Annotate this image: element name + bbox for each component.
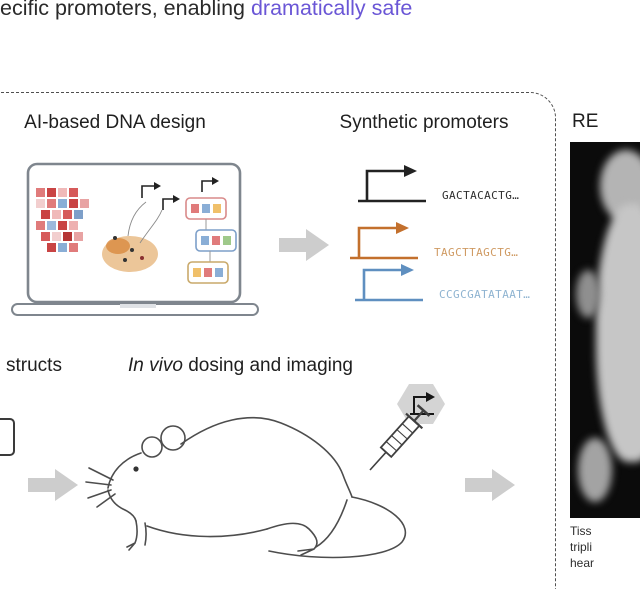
label-synthetic-promoters: Synthetic promoters xyxy=(339,112,509,133)
caption-line: Tiss xyxy=(570,524,592,538)
flow-arrow-right-icon xyxy=(279,229,329,261)
promoter-row-blue: CCGCGATATAAT… xyxy=(353,260,530,304)
flow-arrow-right-icon xyxy=(465,469,515,501)
promoter-row-orange: TAGCTTAGCTG… xyxy=(348,218,518,262)
label-invivo-dosing: In vivo dosing and imaging xyxy=(128,355,353,377)
mouse-imaging-photo xyxy=(570,142,640,518)
label-constructs-partial: structs xyxy=(6,355,62,376)
flow-arrow-right-icon xyxy=(28,469,78,501)
result-caption: Tiss tripli hear xyxy=(570,523,640,571)
construct-boxes-graphic xyxy=(185,197,237,284)
label-invivo-italic: In vivo xyxy=(128,355,183,376)
ml-heatmap-graphic xyxy=(36,188,89,252)
promoter-sequence: CCGCGATATAAT… xyxy=(439,288,531,301)
caption-line: hear xyxy=(570,556,595,570)
promoter-arrow-icon xyxy=(355,264,423,302)
promoter-sequence: TAGCTTAGCTG… xyxy=(434,246,519,259)
headline-highlight: dramatically safe xyxy=(250,0,413,20)
label-dosing-rest: dosing and imaging xyxy=(182,355,353,376)
syringe-icon xyxy=(369,404,431,471)
injection-graphic xyxy=(369,384,445,471)
workflow-panel-border xyxy=(0,92,556,589)
photo-mouse-body xyxy=(596,204,640,462)
construct-stub xyxy=(0,418,15,456)
lab-mouse-icon xyxy=(85,416,407,559)
ml-model-graphic xyxy=(102,201,163,272)
promoter-arrow-icon xyxy=(358,165,426,203)
headline-prefix: ecific promoters, enabling xyxy=(0,0,251,20)
photo-mouse-arm xyxy=(576,270,600,318)
laptop-icon xyxy=(11,162,259,316)
caption-line: tripli xyxy=(570,540,593,554)
promoter-row-black: GACTACACTG… xyxy=(356,161,519,205)
promoter-sequence: GACTACACTG… xyxy=(442,189,520,202)
promoter-arrow-icon xyxy=(350,222,418,260)
result-title-partial: RE xyxy=(572,111,599,132)
label-ai-dna-design: AI-based DNA design xyxy=(24,112,206,133)
promoter-hexagon-icon xyxy=(397,384,445,424)
mini-promoter-arrows xyxy=(141,177,219,210)
headline: ecific promoters, enabling dramatically … xyxy=(0,0,412,21)
photo-mouse-leg xyxy=(578,438,612,502)
laptop-notch xyxy=(120,304,156,308)
